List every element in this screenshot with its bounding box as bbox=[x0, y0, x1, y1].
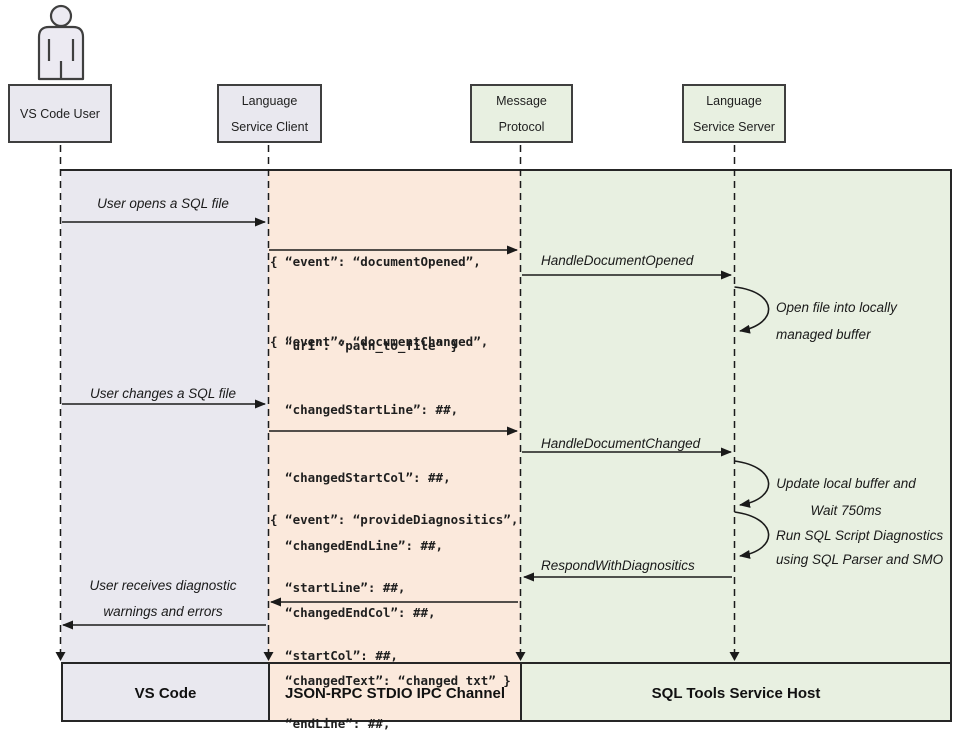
lane-footer: VS Code JSON-RPC STDIO IPC Channel SQL T… bbox=[61, 662, 950, 722]
label-handle-document-changed: HandleDocumentChanged bbox=[541, 436, 701, 451]
label-handle-document-opened: HandleDocumentOpened bbox=[541, 253, 694, 268]
lane-label-service-host: SQL Tools Service Host bbox=[520, 662, 950, 722]
lane-column-ipc-channel bbox=[268, 171, 520, 720]
label-user-receives-diagnostics: User receives diagnostic warnings and er… bbox=[89, 578, 237, 619]
actor-box-vs-code-user: VS Code User bbox=[8, 84, 112, 143]
actor-label-line: Protocol bbox=[498, 119, 545, 134]
payload-document-changed: { “event”: “documentChanged”, “changedSt… bbox=[270, 334, 511, 689]
actor-box-message-protocol: Message Protocol bbox=[470, 84, 573, 143]
actor-label-line: Language bbox=[706, 93, 762, 108]
lane-label-vs-code: VS Code bbox=[61, 662, 268, 722]
label-user-changes-sql-file: User changes a SQL file bbox=[89, 386, 237, 401]
note-open-file-buffer: Open file into locally managed buffer bbox=[776, 300, 897, 342]
user-person-icon bbox=[37, 4, 85, 81]
label-user-opens-sql-file: User opens a SQL file bbox=[97, 196, 229, 211]
label-respond-with-diagnostics: RespondWithDiagnositics bbox=[541, 558, 695, 573]
payload-document-opened: { “event”: “documentOpened”, “uri”: “pat… bbox=[270, 254, 481, 353]
note-update-buffer-wait: Update local buffer and Wait 750ms bbox=[776, 476, 916, 518]
actor-label-line: Service Client bbox=[230, 119, 309, 134]
actor-label-line: VS Code User bbox=[20, 106, 100, 121]
actor-label-line: Message bbox=[496, 93, 547, 108]
lane-label-ipc-channel: JSON-RPC STDIO IPC Channel bbox=[268, 662, 520, 722]
payload-provide-diagnostics: { “event”: “provideDiagnositics”, “start… bbox=[270, 512, 519, 731]
actor-label-line: Language bbox=[241, 93, 298, 108]
actor-label-line: Service Server bbox=[693, 119, 775, 134]
actor-box-language-service-server: Language Service Server bbox=[682, 84, 786, 143]
actor-box-language-service-client: Language Service Client bbox=[217, 84, 322, 143]
lane-column-vs-code bbox=[61, 171, 268, 720]
note-run-sql-diagnostics: Run SQL Script Diagnostics using SQL Par… bbox=[776, 528, 944, 567]
